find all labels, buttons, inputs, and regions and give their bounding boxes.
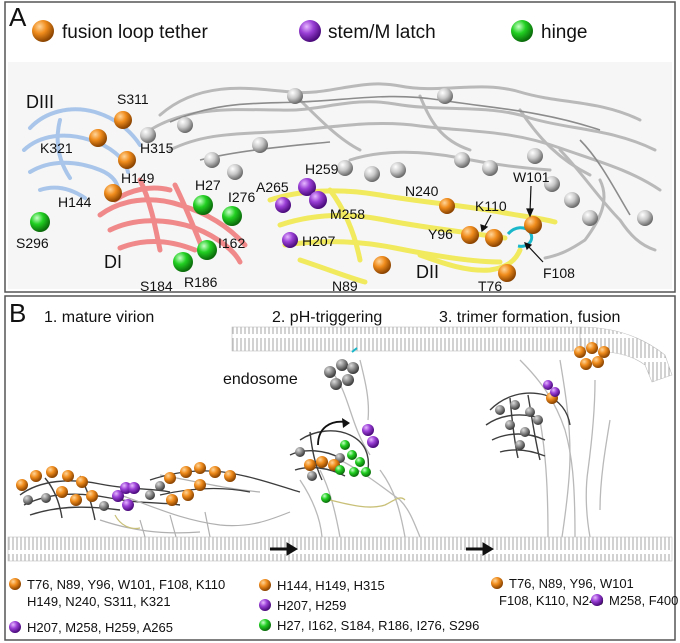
step-1-key: T76, N89, Y96, W101, F108, K110 H149, N2… <box>9 577 225 635</box>
residue-i276: I276 <box>228 189 255 205</box>
step-3-title: 3. trimer formation, fusion <box>439 309 620 326</box>
step-1-title: 1. mature virion <box>44 309 154 326</box>
endosome-membrane <box>231 326 673 383</box>
key1-purple-text: H207, M258, H259, A265 <box>27 620 173 635</box>
panel-a-letter: A <box>9 2 27 32</box>
residue-h207: H207 <box>302 233 336 249</box>
residue-f108: F108 <box>543 265 575 281</box>
key3-purple-text: M258, F400 <box>609 593 678 608</box>
residue-n240: N240 <box>405 183 439 199</box>
domain-label-dii: DII <box>416 262 439 282</box>
purple-spheres-panel-a <box>275 178 327 248</box>
domain-label-diii: DIII <box>26 92 54 112</box>
panel-a-legend: fusion loop tether stem/M latch hinge <box>32 20 588 43</box>
residue-m258: M258 <box>330 206 365 222</box>
residue-s311: S311 <box>117 91 149 107</box>
residue-s184: S184 <box>140 278 173 294</box>
residue-i162: I162 <box>218 235 245 251</box>
legend-green-sphere <box>511 20 533 42</box>
key3-orange-sphere <box>491 577 503 589</box>
key2-green-text: H27, I162, S184, R186, I276, S296 <box>277 618 479 633</box>
key1-orange-sphere <box>9 578 21 590</box>
residue-n89: N89 <box>332 278 358 294</box>
key1-orange-text-2: H149, N240, S311, K321 <box>27 594 171 609</box>
residue-k110: K110 <box>475 198 507 214</box>
mature-virion-structure <box>16 462 301 538</box>
trimer-fusion-structure <box>485 342 611 538</box>
legend-label-stem-m-latch: stem/M latch <box>328 22 436 43</box>
step-arrows <box>270 542 494 556</box>
domain-label-di: DI <box>104 252 122 272</box>
key2-orange-sphere <box>259 579 271 591</box>
residue-h259: H259 <box>305 161 339 177</box>
ph-triggering-structure <box>289 347 421 538</box>
residue-a265: A265 <box>256 179 289 195</box>
key3-purple-sphere <box>591 594 603 606</box>
residue-r186: R186 <box>184 274 218 290</box>
key3-orange-text: T76, N89, Y96, W101 <box>509 576 634 591</box>
legend-purple-sphere <box>299 20 321 42</box>
panel-a: A fusion loop tether stem/M latch hinge <box>4 1 676 294</box>
residue-h27: H27 <box>195 177 221 193</box>
key1-purple-sphere <box>9 621 21 633</box>
viral-membrane <box>7 536 673 562</box>
legend-label-fusion-loop-tether: fusion loop tether <box>62 22 208 43</box>
key2-orange-text: H144, H149, H315 <box>277 578 385 593</box>
residue-w101: W101 <box>513 169 550 185</box>
panel-b: B 1. mature virion 2. pH-triggering 3. t… <box>4 295 678 641</box>
residue-k321: K321 <box>40 140 73 156</box>
residue-h315: H315 <box>140 140 174 156</box>
key3-orange-text-2: F108, K110, N240 <box>499 593 604 608</box>
endosome-label: endosome <box>223 371 298 388</box>
key2-purple-text: H207, H259 <box>277 598 346 613</box>
orange-spheres-panel-a <box>89 111 542 282</box>
residue-labels: S311 K321 H315 H149 H144 H27 I276 S296 I… <box>16 91 575 294</box>
residue-pointers <box>480 185 544 263</box>
green-spheres-panel-a <box>30 195 242 272</box>
grey-spheres-panel-a <box>140 88 653 226</box>
panel-b-letter: B <box>9 298 26 328</box>
step-2-title: 2. pH-triggering <box>272 309 382 326</box>
residue-t76: T76 <box>478 278 502 294</box>
key2-purple-sphere <box>259 599 271 611</box>
step-2-key: H144, H149, H315 H207, H259 H27, I162, S… <box>259 578 479 633</box>
residue-y96: Y96 <box>428 226 453 242</box>
step-3-key: T76, N89, Y96, W101 F108, K110, N240 M25… <box>491 576 678 608</box>
residue-s296: S296 <box>16 235 49 251</box>
grey-monomer-ribbon <box>148 82 662 260</box>
key2-green-sphere <box>259 619 271 631</box>
legend-label-hinge: hinge <box>541 22 588 43</box>
residue-h149: H149 <box>121 170 155 186</box>
residue-h144: H144 <box>58 194 92 210</box>
key1-orange-text: T76, N89, Y96, W101, F108, K110 <box>27 577 225 592</box>
legend-orange-sphere <box>32 20 54 42</box>
